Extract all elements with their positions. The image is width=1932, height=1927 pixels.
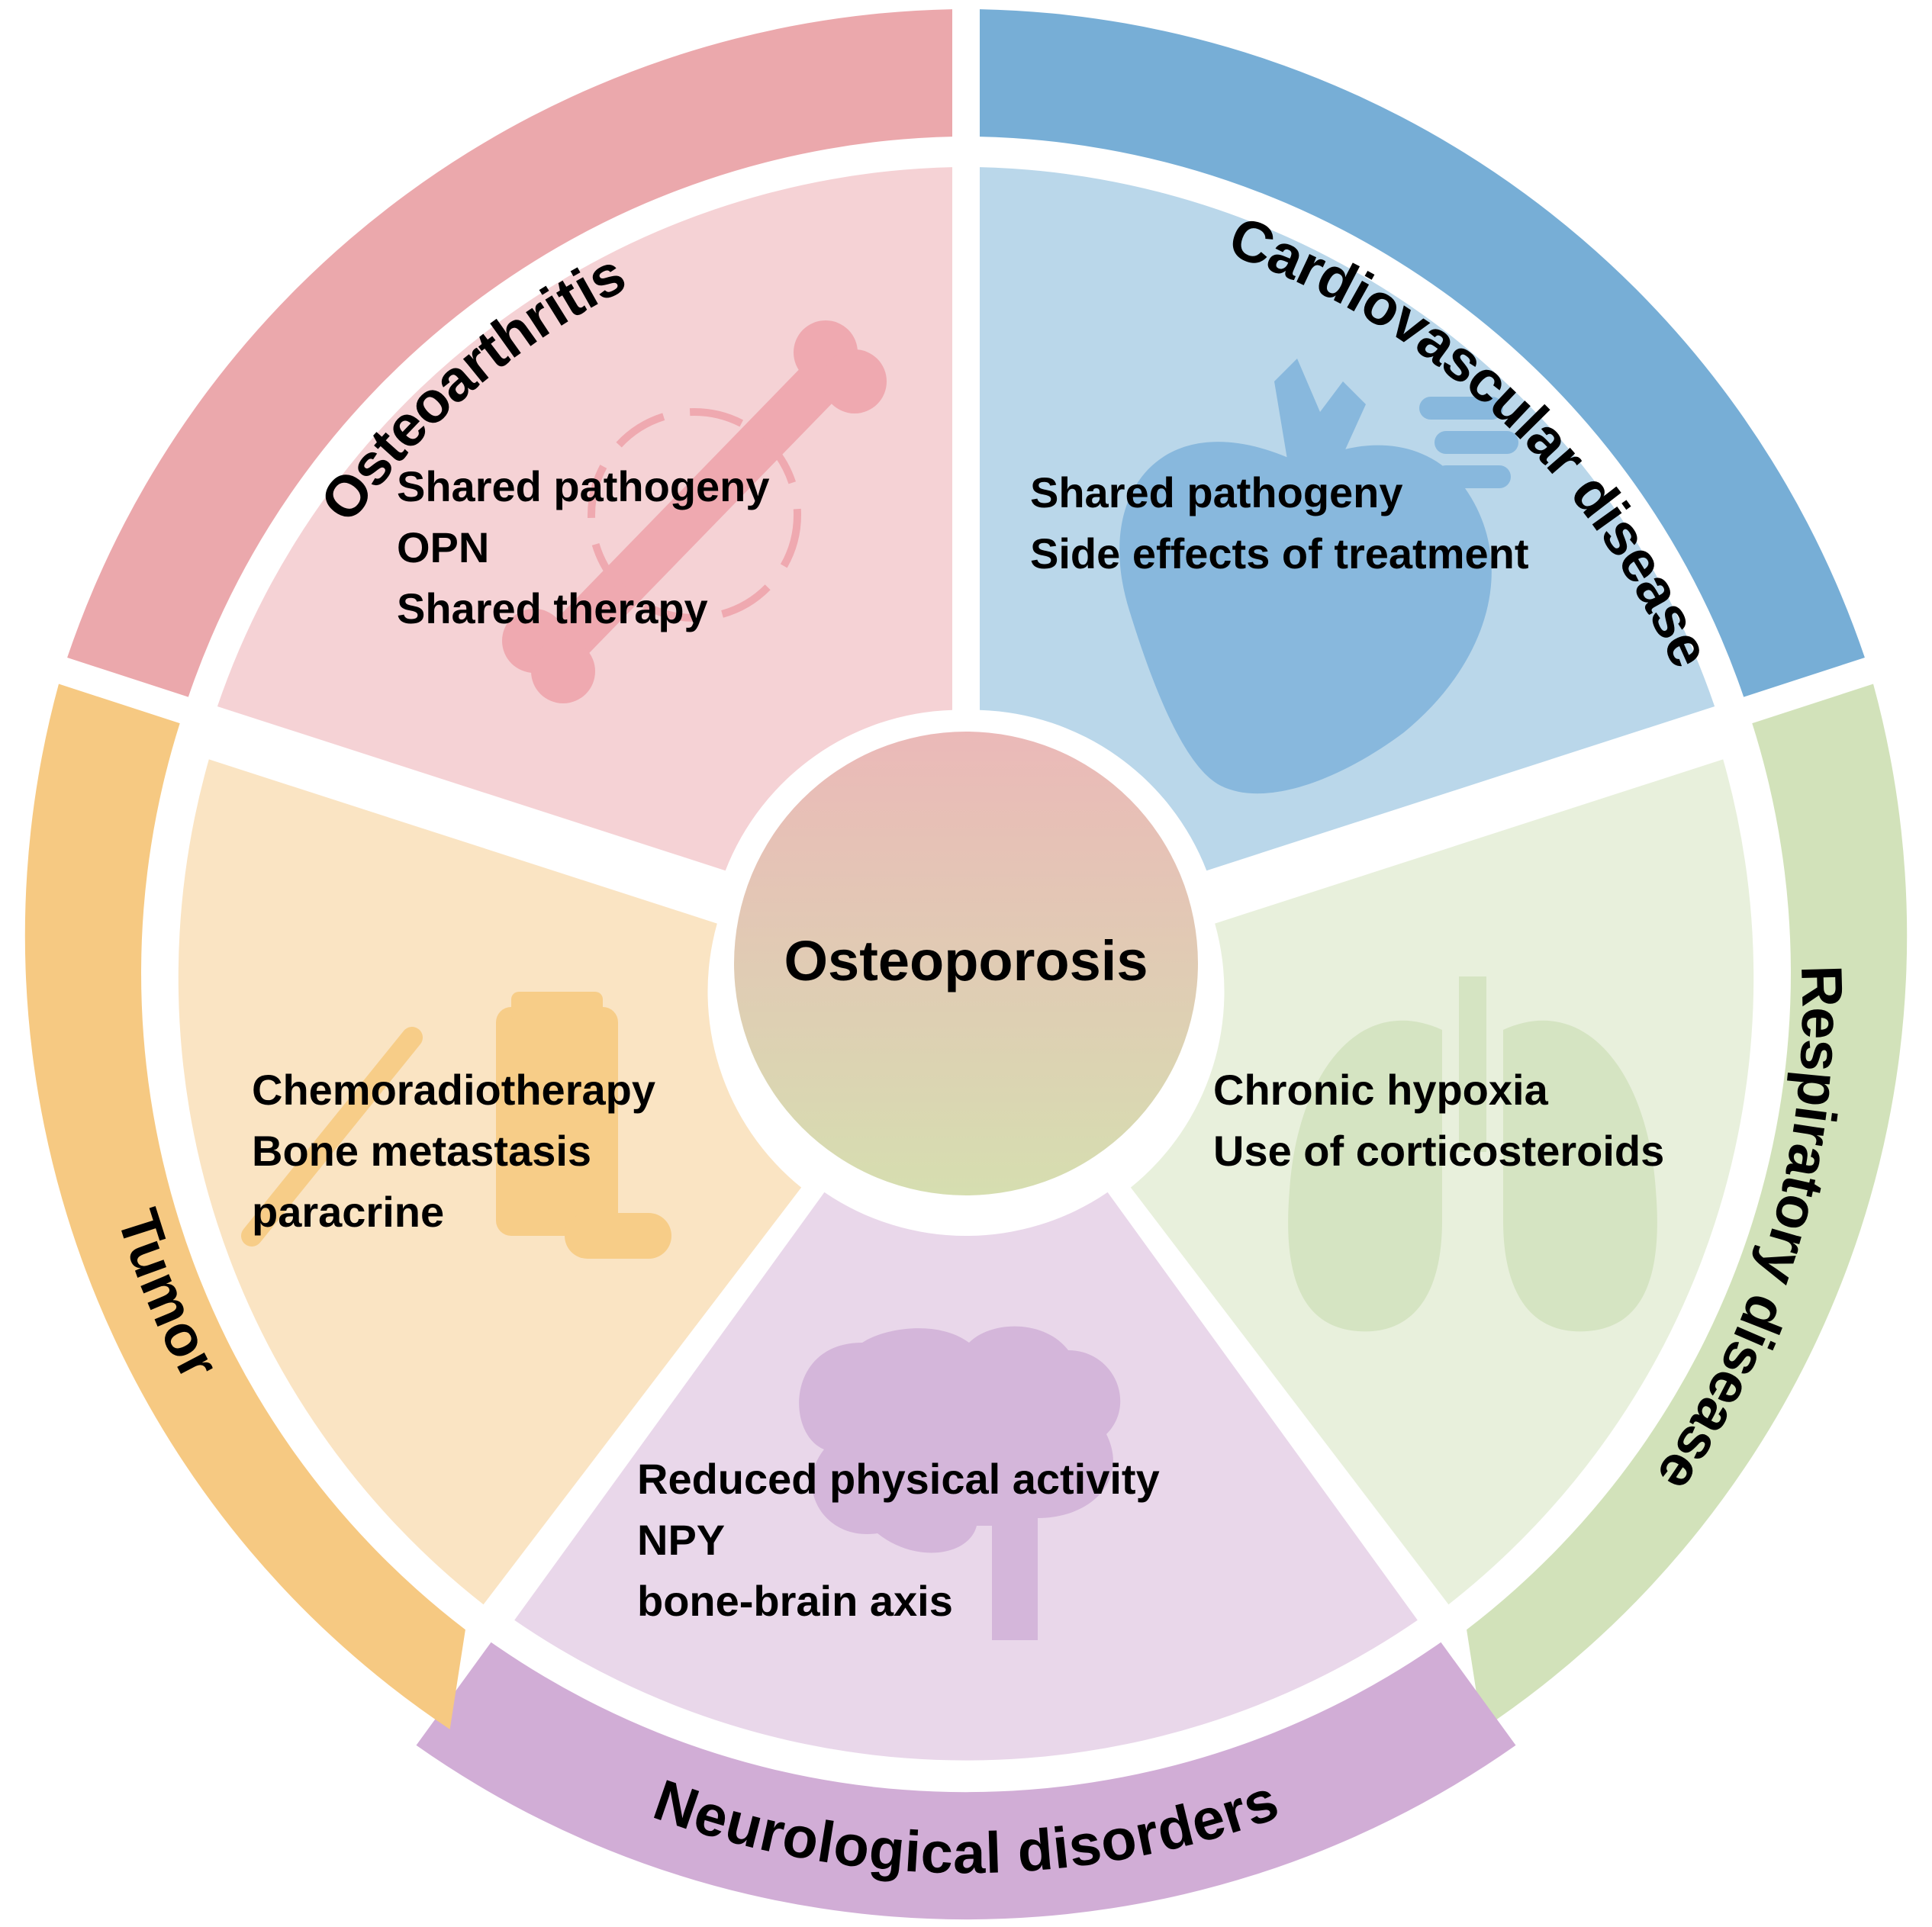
ring-segment-neurological [416,1642,1516,1920]
sector-items-osteoarthritis: Shared pathogeny OPN Shared therapy [397,462,781,632]
list-item: NPY [637,1516,725,1564]
brain-icon [799,1326,1121,1640]
list-item: Chronic hypoxia [1213,1066,1549,1114]
center-label: Osteoporosis [784,929,1148,992]
list-item: Chemoradiotherapy [252,1066,655,1114]
lungs-icon [1288,976,1657,1332]
sector-items-cardiovascular: Shared pathogeny Side effects of treatme… [1030,468,1529,577]
ring-segment-tumor [24,684,465,1729]
list-item: Shared pathogeny [1030,468,1403,516]
ring-segment-osteoarthritis [67,9,953,697]
list-item: Bone metastasis [252,1127,591,1175]
ring-segment-respiratory [1467,684,1908,1729]
list-item: Side effects of treatment [1030,529,1529,577]
sector-items-neurological: Reduced physical activity NPY bone-brain… [637,1455,1171,1625]
list-item: paracrine [252,1188,444,1236]
syringe-pill-icon [241,992,671,1259]
list-item: Use of corticosteroids [1213,1127,1664,1175]
list-item: bone-brain axis [637,1577,953,1625]
list-item: Shared pathogeny [397,462,770,510]
list-item: OPN [397,523,489,571]
sector-items-tumor: Chemoradiotherapy Bone metastasis paracr… [252,1066,668,1236]
sector-osteoarthritis [217,167,952,871]
list-item: Reduced physical activity [637,1455,1160,1503]
sector-respiratory [1130,759,1754,1605]
heart-icon [1119,359,1518,794]
sector-items-respiratory: Chronic hypoxia Use of corticosteroids [1213,1066,1664,1175]
bone-icon [502,320,887,703]
ring-segment-cardiovascular [980,9,1865,697]
sector-tumor [178,759,802,1605]
list-item: Shared therapy [397,584,708,632]
center-circle [734,732,1198,1195]
